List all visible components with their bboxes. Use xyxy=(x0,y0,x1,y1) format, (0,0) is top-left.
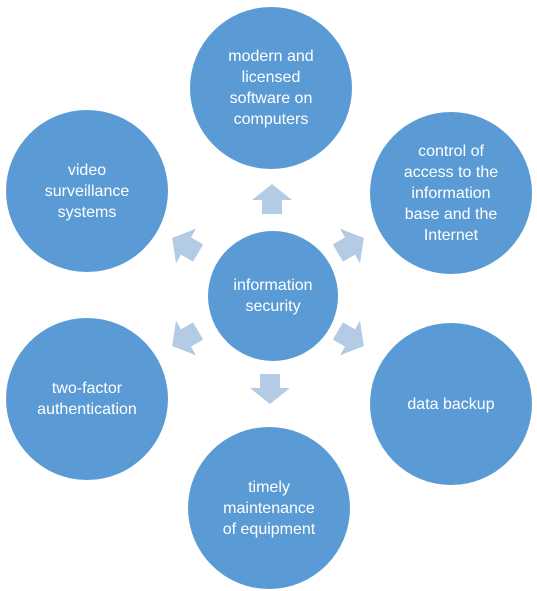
node-video-surveillance-label: video surveillance systems xyxy=(44,161,130,221)
node-maintenance: timely maintenance of equipment xyxy=(188,427,350,589)
node-access-control-label: control of access to the information bas… xyxy=(403,142,499,244)
node-maintenance-label: timely maintenance of equipment xyxy=(222,478,316,538)
node-data-backup: data backup xyxy=(370,323,532,485)
center-node-label: information security xyxy=(233,277,313,315)
arrow-up-right xyxy=(332,228,364,264)
node-two-factor-label: two-factor authentication xyxy=(37,380,137,418)
arrow-up-left xyxy=(172,228,204,264)
center-node: information security xyxy=(208,231,338,361)
node-access-control: control of access to the information bas… xyxy=(370,112,532,274)
arrow-down xyxy=(250,374,290,404)
node-software-label: modern and licensed software on computer… xyxy=(228,48,314,128)
node-video-surveillance: video surveillance systems xyxy=(6,110,168,272)
arrow-up xyxy=(252,184,292,214)
node-data-backup-label: data backup xyxy=(407,395,495,413)
arrow-down-left xyxy=(172,320,204,356)
arrow-down-right xyxy=(332,320,364,356)
node-two-factor: two-factor authentication xyxy=(6,318,168,480)
node-software: modern and licensed software on computer… xyxy=(190,7,352,169)
